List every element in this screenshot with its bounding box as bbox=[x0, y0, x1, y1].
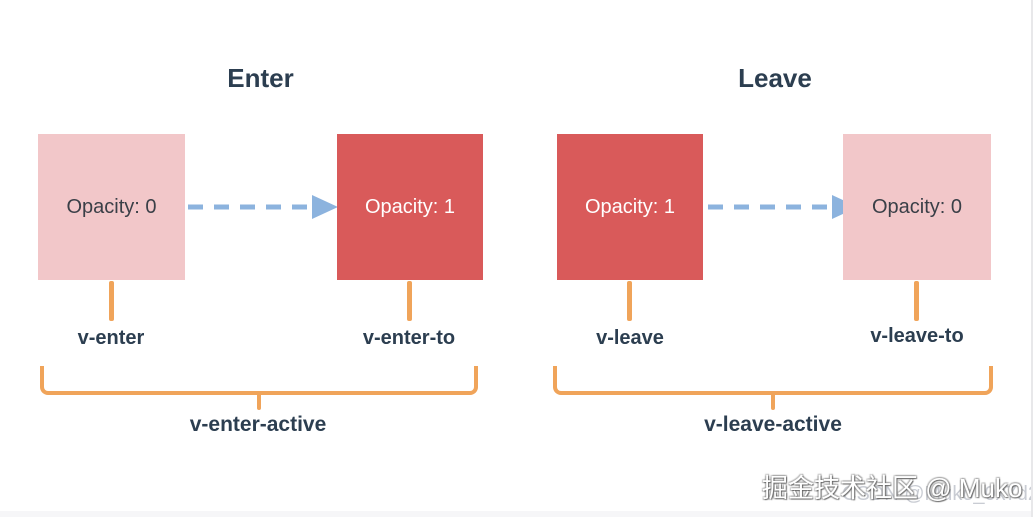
enter-end-connector bbox=[407, 281, 412, 321]
watermark-csdn: CSDN @Muko_0x7d2 bbox=[842, 483, 1033, 505]
enter-end-box: Opacity: 1 bbox=[337, 134, 483, 280]
leave-start-connector bbox=[627, 281, 632, 321]
leave-start-box-label: Opacity: 1 bbox=[584, 195, 676, 218]
leave-end-box: Opacity: 0 bbox=[843, 134, 991, 280]
leave-start-class-label: v-leave bbox=[596, 327, 664, 349]
bottom-edge-strip bbox=[0, 511, 1033, 517]
enter-active-bracket-stem bbox=[257, 393, 261, 410]
leave-active-bracket bbox=[553, 366, 993, 395]
leave-end-box-label: Opacity: 0 bbox=[871, 195, 963, 218]
leave-active-bracket-stem bbox=[771, 393, 775, 410]
enter-start-box-label: Opacity: 0 bbox=[66, 195, 157, 218]
enter-group-title: Enter bbox=[227, 63, 294, 93]
leave-end-connector bbox=[914, 281, 919, 321]
watermark-juejin: 掘金技术社区 @ Muko bbox=[762, 473, 1023, 503]
enter-dashed-arrow-icon bbox=[188, 195, 338, 219]
enter-start-box: Opacity: 0 bbox=[38, 134, 185, 280]
leave-start-box: Opacity: 1 bbox=[557, 134, 703, 280]
enter-active-bracket bbox=[40, 366, 478, 395]
leave-end-class-label: v-leave-to bbox=[870, 325, 964, 347]
enter-start-connector bbox=[109, 281, 114, 321]
leave-active-class-label: v-leave-active bbox=[704, 413, 842, 436]
leave-dashed-arrow-icon bbox=[708, 195, 858, 219]
enter-start-class-label: v-enter bbox=[77, 327, 145, 349]
right-edge-line bbox=[1031, 0, 1033, 517]
enter-end-box-label: Opacity: 1 bbox=[364, 195, 456, 218]
enter-active-class-label: v-enter-active bbox=[189, 413, 327, 436]
leave-group-title: Leave bbox=[738, 63, 812, 93]
enter-end-class-label: v-enter-to bbox=[362, 327, 456, 349]
